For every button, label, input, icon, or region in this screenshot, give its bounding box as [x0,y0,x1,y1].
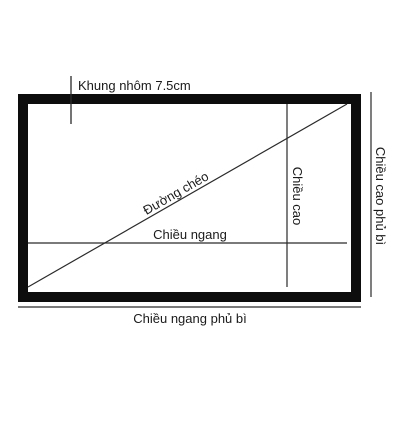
inner-width-label: Chiều ngang [153,227,227,242]
frame-width-label: Khung nhôm 7.5cm [78,78,191,93]
outer-height-label: Chiều cao phủ bì [373,147,388,245]
diagonal-label: Đường chéo [140,168,211,217]
outer-width-label: Chiều ngang phủ bì [133,311,246,326]
diagonal-line [27,103,348,288]
inner-height-label: Chiều cao [290,167,305,226]
outer-frame [18,94,361,302]
